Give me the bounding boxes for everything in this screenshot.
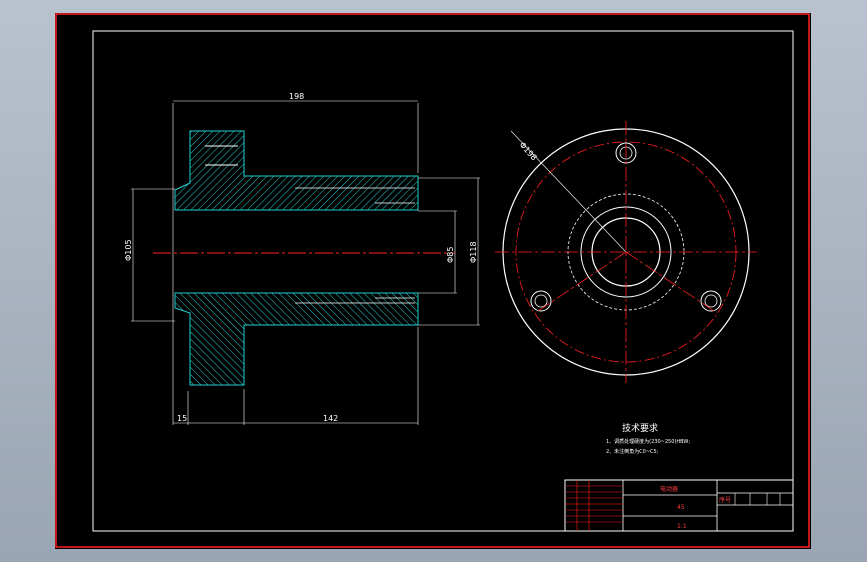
note-item-2: 2、未注倒角为C0~C5; xyxy=(606,448,659,455)
dim-hub-length: 142 xyxy=(323,414,338,423)
notes-title: 技术要求 xyxy=(622,422,658,434)
cad-viewport[interactable]: 198 15 142 Φ105 Φ85 Φ118 xyxy=(55,13,811,549)
lower-section xyxy=(174,292,419,386)
title-material: 45 xyxy=(677,504,685,511)
front-view: Φ198 xyxy=(495,121,757,383)
title-sheet-label: 序号 xyxy=(719,496,731,504)
upper-section xyxy=(174,130,419,211)
dim-bore-diameter: Φ105 xyxy=(124,239,133,261)
dim-bolt-circle: Φ198 xyxy=(518,140,539,162)
technical-notes: 技术要求 1、调质处理硬度为(230~250)HBW; 2、未注倒角为C0~C5… xyxy=(606,422,690,455)
note-item-1: 1、调质处理硬度为(230~250)HBW; xyxy=(606,438,690,445)
drawing-frame xyxy=(92,30,794,532)
dim-total-length: 198 xyxy=(289,92,304,101)
title-part-name: 电动器 xyxy=(660,485,678,493)
outer-border xyxy=(55,13,810,548)
dim-inner-diameter: Φ85 xyxy=(446,247,455,263)
dim-flange-thickness: 15 xyxy=(177,414,187,423)
dim-outer-diameter: Φ118 xyxy=(469,241,478,263)
section-view: 198 15 142 Φ105 Φ85 Φ118 xyxy=(124,92,480,425)
engineering-drawing: 198 15 142 Φ105 Φ85 Φ118 xyxy=(55,13,810,548)
title-block: 电动器 45 序号 1:1 xyxy=(564,479,794,532)
title-scale: 1:1 xyxy=(677,523,687,530)
